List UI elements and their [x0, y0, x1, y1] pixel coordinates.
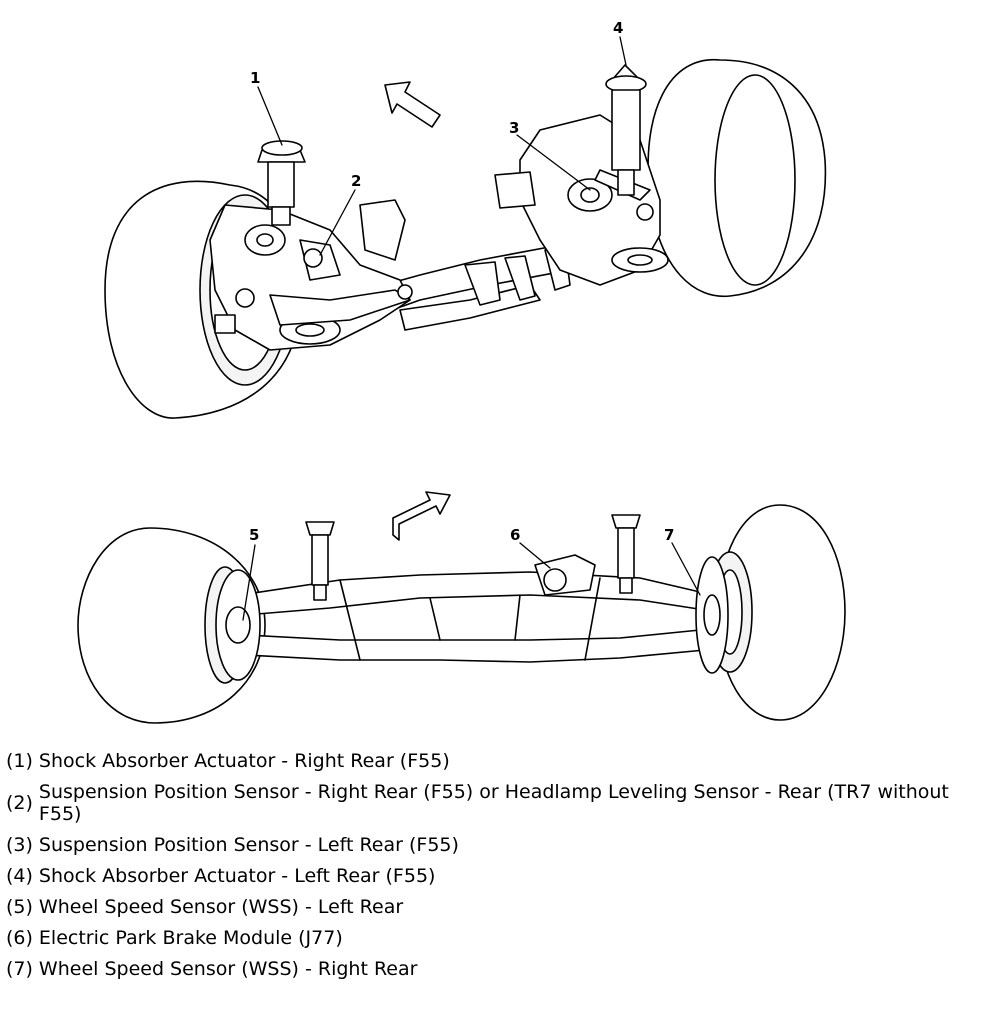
legend-number: (5) [6, 896, 33, 918]
callout-2: 2 [351, 172, 361, 190]
legend-text: Shock Absorber Actuator - Left Rear (F55… [38, 865, 436, 887]
bottom-left-shock [305, 521, 335, 601]
legend-number: (6) [6, 927, 33, 949]
legend-item: (6) Electric Park Brake Module (J77) [6, 927, 981, 949]
legend-text: Wheel Speed Sensor (WSS) - Left Rear [38, 896, 404, 918]
legend-number: (7) [6, 958, 33, 980]
electric-park-brake-module [534, 554, 596, 596]
legend-number: (2) [6, 792, 33, 814]
top-right-rear-assembly [209, 199, 413, 351]
callout-5: 5 [249, 526, 259, 544]
legend-item: (4) Shock Absorber Actuator - Left Rear … [6, 865, 981, 887]
bottom-right-shock [611, 514, 641, 594]
legend-number: (4) [6, 865, 33, 887]
callout-1: 1 [250, 69, 260, 87]
top-suspension-view [104, 58, 827, 419]
legend-number: (3) [6, 834, 33, 856]
callout-labels: 1 2 3 4 5 6 7 [249, 19, 674, 544]
callout-7: 7 [664, 526, 674, 544]
shock-absorber-left-rear [605, 64, 647, 196]
callout-4: 4 [613, 19, 623, 37]
legend-text: Electric Park Brake Module (J77) [38, 927, 343, 949]
callout-6: 6 [510, 526, 520, 544]
legend-text: Shock Absorber Actuator - Right Rear (F5… [38, 750, 450, 772]
legend-item: (2) Suspension Position Sensor - Right R… [6, 781, 981, 825]
bottom-axle-frame [239, 571, 706, 663]
callout-3: 3 [509, 119, 519, 137]
top-direction-arrow [384, 81, 441, 128]
legend-item: (3) Suspension Position Sensor - Left Re… [6, 834, 981, 856]
bottom-suspension-view [77, 491, 846, 724]
shock-absorber-right-rear [257, 140, 306, 226]
bottom-direction-arrow [392, 491, 451, 541]
legend-item: (1) Shock Absorber Actuator - Right Rear… [6, 750, 981, 772]
legend: (1) Shock Absorber Actuator - Right Rear… [6, 750, 981, 989]
top-right-tire [647, 58, 827, 298]
legend-text: Suspension Position Sensor - Right Rear … [38, 781, 949, 825]
legend-number: (1) [6, 750, 33, 772]
legend-item: (5) Wheel Speed Sensor (WSS) - Left Rear [6, 896, 981, 918]
leader-lines [242, 36, 701, 621]
legend-item: (7) Wheel Speed Sensor (WSS) - Right Rea… [6, 958, 981, 980]
suspension-diagram: 1 2 3 4 5 6 7 [77, 19, 846, 724]
legend-text: Suspension Position Sensor - Left Rear (… [38, 834, 459, 856]
legend-text: Wheel Speed Sensor (WSS) - Right Rear [38, 958, 418, 980]
